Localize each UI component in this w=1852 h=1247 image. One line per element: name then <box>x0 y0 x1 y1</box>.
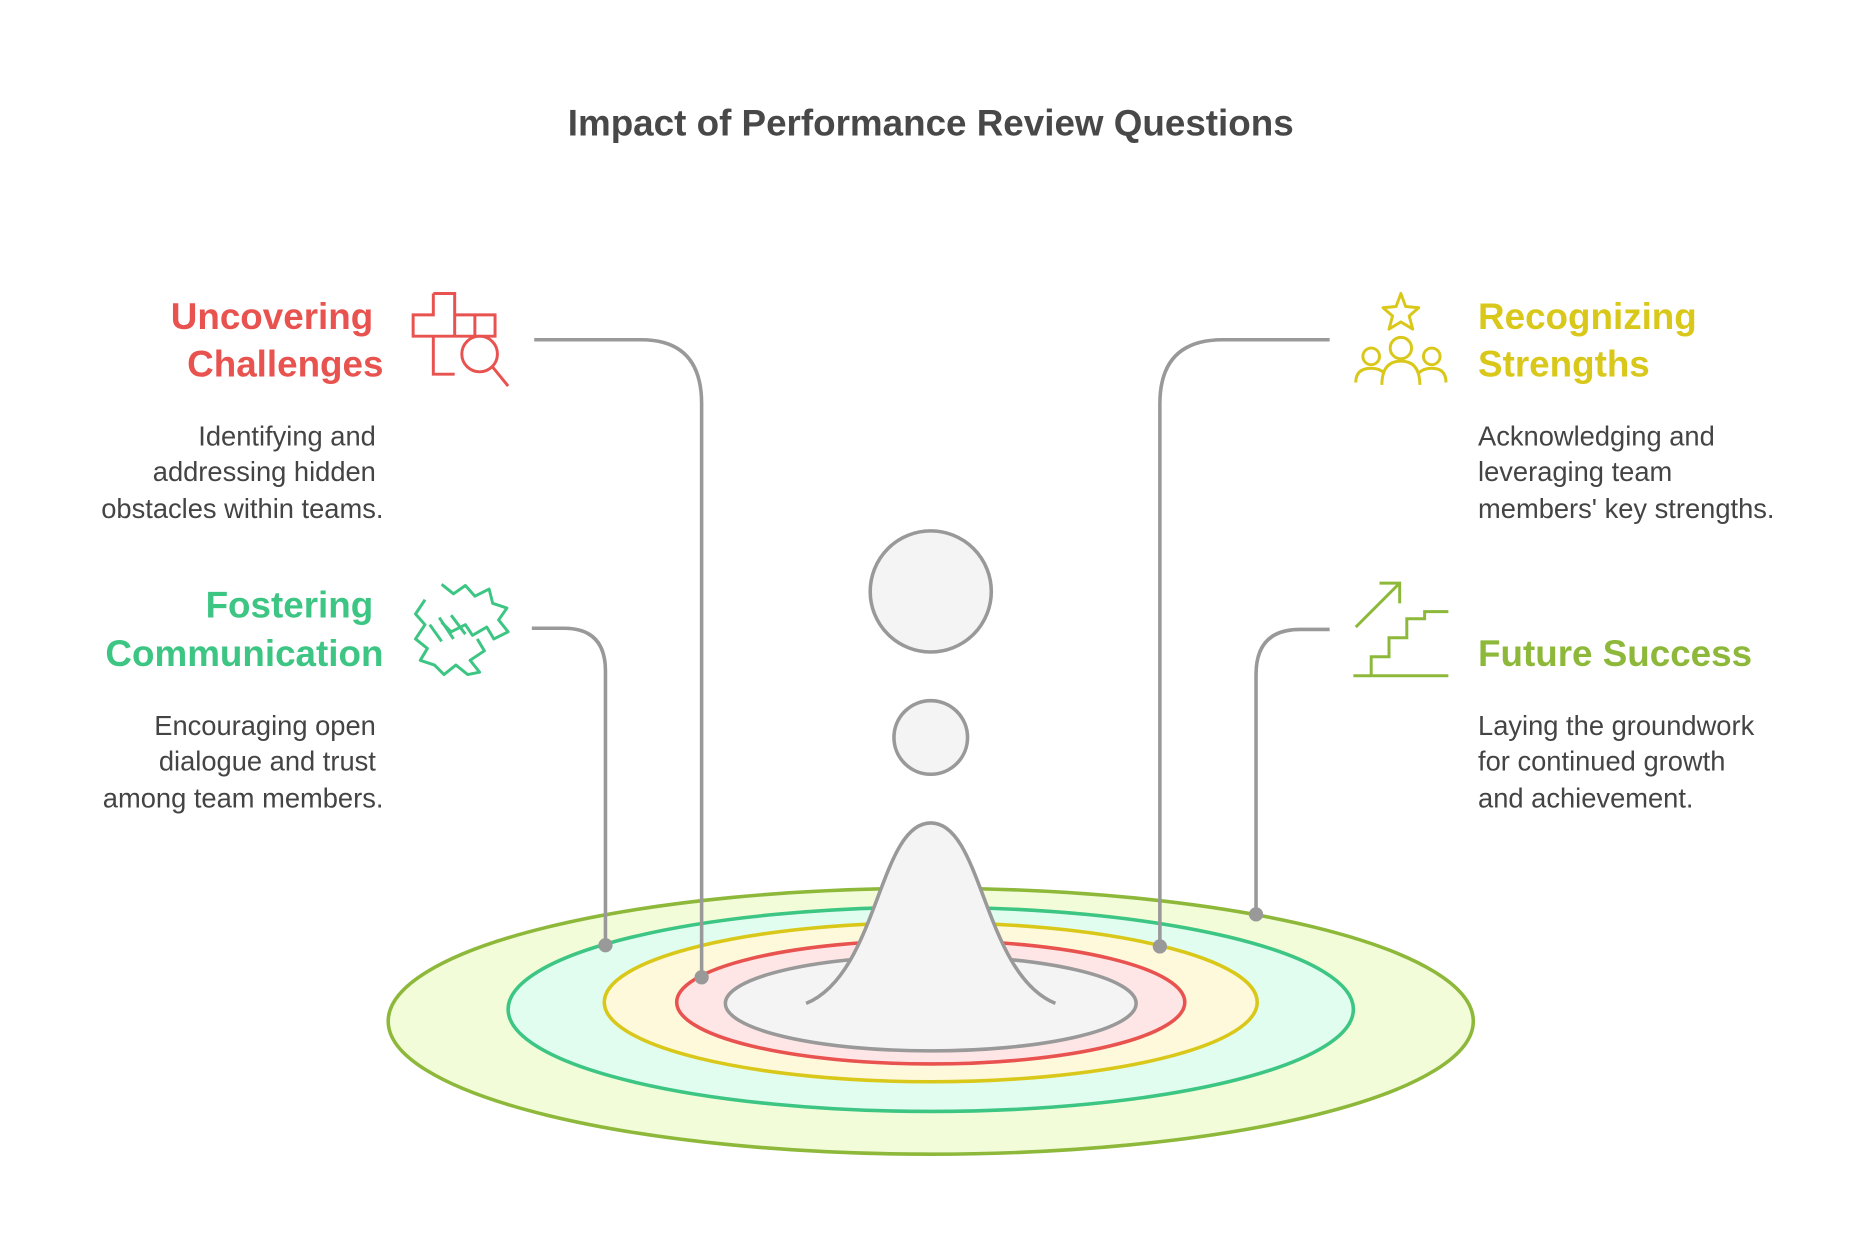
item-heading: Strengths <box>1478 344 1650 385</box>
svg-text:Recognizing Strengths: Recognizing Strengths <box>1478 296 1707 384</box>
svg-text:Future Success: Future Success <box>1478 633 1752 674</box>
item-description: obstacles within teams. <box>101 493 383 524</box>
drop-splash <box>805 821 1057 1006</box>
team-star-icon <box>1354 291 1448 385</box>
item-description: Identifying and <box>198 420 376 451</box>
svg-text:Encouraging open dialogu: Encouraging open dialogue and trust amon… <box>103 710 384 813</box>
item-recognizing-strengths: Recognizing Strengths Acknowledging and … <box>1354 291 1775 524</box>
diagram-title: Impact of Performance Review Questions <box>568 103 1294 144</box>
item-description: addressing hidden <box>153 456 376 487</box>
item-heading: Challenges <box>187 344 383 385</box>
item-uncovering-challenges: Uncovering Challenges Identifying and ad… <box>101 291 510 524</box>
svg-text:Acknowledging and levera: Acknowledging and leveraging team member… <box>1478 420 1774 523</box>
stairs-arrow-icon <box>1353 581 1449 678</box>
drop-large <box>868 529 994 654</box>
item-heading: Fostering <box>206 585 374 626</box>
item-description: dialogue and trust <box>159 746 376 777</box>
handshake-icon <box>414 583 510 677</box>
item-description: and achievement. <box>1478 783 1693 814</box>
svg-text:Fostering Communication: Fostering Communication <box>105 585 383 675</box>
svg-text:Laying the groundwork fo: Laying the groundwork for continued grow… <box>1478 710 1762 813</box>
item-fostering-communication: Fostering Communication Encouraging open… <box>103 583 510 814</box>
svg-text:Uncovering Challenges: Uncovering Challenges <box>171 296 384 384</box>
svg-text:Identifying and addressi: Identifying and addressing hidden obstac… <box>101 420 383 523</box>
puzzle-search-icon <box>411 291 510 387</box>
connector-dot <box>694 970 709 985</box>
item-description: among team members. <box>103 783 384 814</box>
drop-small <box>892 698 970 777</box>
connector-challenges <box>534 337 704 978</box>
item-heading: Uncovering <box>171 296 373 337</box>
connector-dot <box>1248 907 1264 922</box>
connector-dot <box>598 938 613 953</box>
item-description: leveraging team <box>1478 456 1672 487</box>
item-description: members' key strengths. <box>1478 493 1774 524</box>
connector-dot <box>1152 939 1167 954</box>
connector-future <box>1254 627 1330 915</box>
connectors <box>531 337 1330 978</box>
target-rings <box>386 529 1476 1156</box>
item-heading: Communication <box>105 633 383 674</box>
connector-strengths <box>1158 337 1330 947</box>
item-description: Encouraging open <box>154 710 376 741</box>
connector-communication <box>531 626 608 946</box>
item-heading: Recognizing <box>1478 296 1697 337</box>
item-future-success: Future Success Laying the groundwork for… <box>1353 581 1762 814</box>
item-description: Laying the groundwork <box>1478 710 1755 741</box>
item-description: Acknowledging and <box>1478 420 1715 451</box>
item-description: for continued growth <box>1478 746 1725 777</box>
item-heading: Future Success <box>1478 633 1752 674</box>
